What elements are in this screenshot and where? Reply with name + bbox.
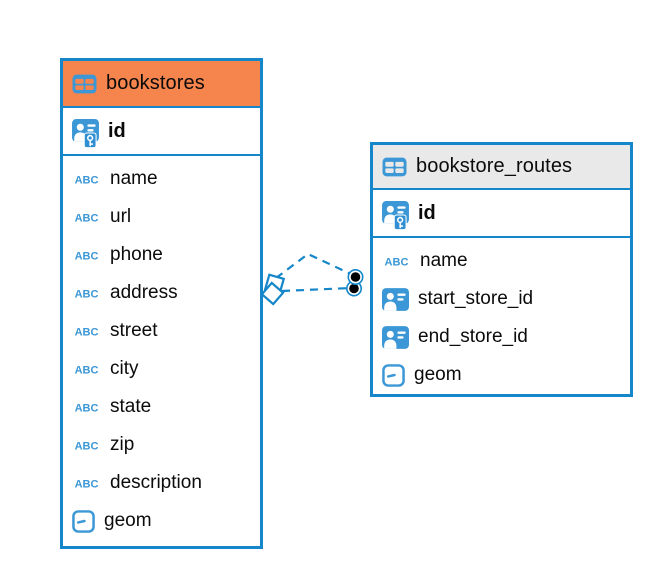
column-name: name [420,250,468,271]
column-row[interactable]: address [63,274,260,312]
relationship-line-end-store[interactable] [281,286,352,293]
column-row[interactable]: name [63,160,260,198]
column-name: state [110,396,152,417]
table-header-bookstore-routes[interactable]: bookstore_routes [373,145,630,188]
column-name: phone [110,244,163,265]
pk-icon [382,201,409,230]
person-icon [382,288,409,311]
column-name: end_store_id [418,326,528,347]
text-icon [72,206,101,229]
dot-marker[interactable] [347,268,364,285]
column-row[interactable]: zip [63,426,260,464]
column-row[interactable]: phone [63,236,260,274]
column-name: city [110,358,139,379]
columns-section: name start_store_id end_store_id geom [373,238,630,394]
text-icon [72,282,101,305]
column-row[interactable]: name [373,242,630,280]
text-icon [72,168,101,191]
text-icon [72,320,101,343]
column-row[interactable]: url [63,198,260,236]
person-icon [382,326,409,349]
column-name: id [108,119,126,142]
table-card-bookstore-routes[interactable]: bookstore_routes id name start_store_id [370,142,633,397]
pk-icon [72,119,99,148]
geometry-icon [382,364,405,387]
column-row[interactable]: geom [63,502,260,540]
column-row[interactable]: end_store_id [373,318,630,356]
column-name: geom [414,364,462,385]
table-title: bookstore_routes [416,155,573,177]
column-name: street [110,320,158,341]
relationship-line-start-store[interactable] [275,252,354,279]
column-name: description [110,472,202,493]
primary-key-section: id [63,106,260,156]
column-row[interactable]: city [63,350,260,388]
text-icon [382,250,411,273]
column-row[interactable]: description [63,464,260,502]
column-name: id [418,201,436,224]
diamond-marker[interactable] [260,281,285,306]
column-name: name [110,168,158,189]
table-icon [72,74,97,94]
column-name: url [110,206,132,227]
column-name: zip [110,434,135,455]
column-name: address [110,282,178,303]
primary-key-section: id [373,188,630,238]
column-row[interactable]: start_store_id [373,280,630,318]
key-column-row[interactable]: id [373,193,630,233]
column-row[interactable]: state [63,388,260,426]
columns-section: name url phone address [63,156,260,540]
column-name: geom [104,510,152,531]
column-row[interactable]: geom [373,356,630,394]
geometry-icon [72,510,95,533]
text-icon [72,472,101,495]
text-icon [72,358,101,381]
table-header-bookstores[interactable]: bookstores [63,61,260,106]
text-icon [72,244,101,267]
text-icon [72,434,101,457]
column-row[interactable]: street [63,312,260,350]
table-title: bookstores [106,72,205,94]
column-name: start_store_id [418,288,534,309]
table-card-bookstores[interactable]: bookstores id name url [60,58,263,549]
dot-marker[interactable] [345,280,362,297]
table-icon [382,157,407,177]
key-column-row[interactable]: id [63,111,260,151]
text-icon [72,396,101,419]
